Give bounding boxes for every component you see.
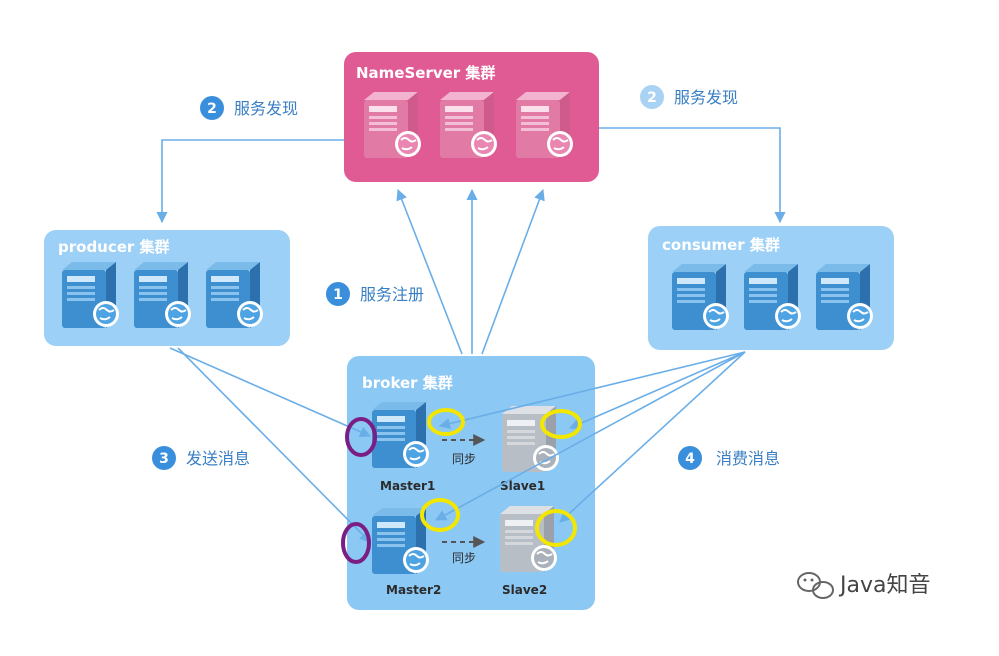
consume-arrow-1: [438, 351, 746, 430]
consumer-server-2: [743, 263, 802, 331]
consumer-cluster: consumer 集群: [648, 226, 894, 350]
producer-server-2: [133, 261, 192, 329]
step-register: 1 服务注册: [326, 282, 424, 306]
nameserver-server-1: [363, 91, 422, 159]
step-send: 3 发送消息: [152, 446, 250, 470]
step-discovery-right: 2 服务发现: [640, 85, 738, 109]
register-arrow-1: [396, 188, 463, 355]
send-arrow-1: [169, 347, 372, 438]
sync-label-1: 同步: [452, 452, 476, 466]
step-discovery-left: 2 服务发现: [200, 96, 298, 120]
sync-label-2: 同步: [452, 551, 476, 565]
master2-label: Master2: [386, 583, 441, 597]
step-consume: 4 消费消息: [678, 446, 780, 470]
step-num-2-right: 2: [647, 90, 657, 106]
send-arrow-2: [177, 347, 371, 543]
register-arrow-3: [481, 188, 545, 355]
step-badge-2-left: [200, 96, 224, 120]
step-num-2-left: 2: [207, 101, 217, 117]
connectors: [156, 127, 786, 543]
consumer-server-3: [815, 263, 874, 331]
master1-server: [371, 401, 430, 469]
highlight-master2: [420, 498, 460, 532]
consumer-title: consumer 集群: [662, 236, 780, 254]
slave1-server: [501, 405, 560, 473]
highlight-slave1: [540, 409, 582, 439]
watermark: Java知音: [797, 572, 930, 599]
broker-cluster: broker 集群 Master1 Slave1 Master2 Slave2 …: [347, 356, 595, 610]
nameserver-cluster: NameServer 集群: [344, 52, 599, 182]
nameserver-server-3: [515, 91, 574, 159]
annotations: [341, 408, 582, 564]
step-badge-2-right: [640, 85, 664, 109]
nameserver-title: NameServer 集群: [356, 64, 495, 82]
producer-cluster: producer 集群: [44, 230, 290, 346]
step-num-3: 3: [159, 451, 169, 467]
highlight-master1-left: [345, 417, 377, 457]
slave2-server: [499, 505, 558, 573]
step-badge-1: [326, 282, 350, 306]
watermark-text: Java知音: [838, 573, 930, 598]
step-badge-3: [152, 446, 176, 470]
discovery-right-arrow: [599, 127, 786, 224]
producer-title: producer 集群: [58, 238, 170, 256]
step-label-send: 发送消息: [186, 449, 250, 468]
nameserver-server-2: [439, 91, 498, 159]
highlight-master2-left: [341, 522, 371, 564]
discovery-left-arrow: [156, 139, 344, 224]
slave1-label: Slave1: [500, 479, 545, 493]
consume-arrow-4: [559, 351, 746, 523]
wechat-icon: [797, 572, 834, 599]
broker-title: broker 集群: [362, 374, 453, 392]
step-label-discovery-left: 服务发现: [234, 99, 298, 118]
step-label-discovery-right: 服务发现: [674, 88, 738, 107]
step-num-4: 4: [685, 451, 695, 467]
consumer-server-1: [671, 263, 730, 331]
producer-server-3: [205, 261, 264, 329]
highlight-master1: [427, 408, 465, 436]
producer-server-1: [61, 261, 120, 329]
step-label-consume: 消费消息: [716, 449, 780, 468]
step-label-register: 服务注册: [360, 285, 424, 304]
consume-arrow-2: [568, 351, 746, 430]
step-badge-4: [678, 446, 702, 470]
slave2-label: Slave2: [502, 583, 547, 597]
consume-arrow-3: [435, 351, 746, 521]
step-num-1: 1: [333, 287, 343, 303]
highlight-slave2: [535, 509, 577, 547]
master1-label: Master1: [380, 479, 435, 493]
